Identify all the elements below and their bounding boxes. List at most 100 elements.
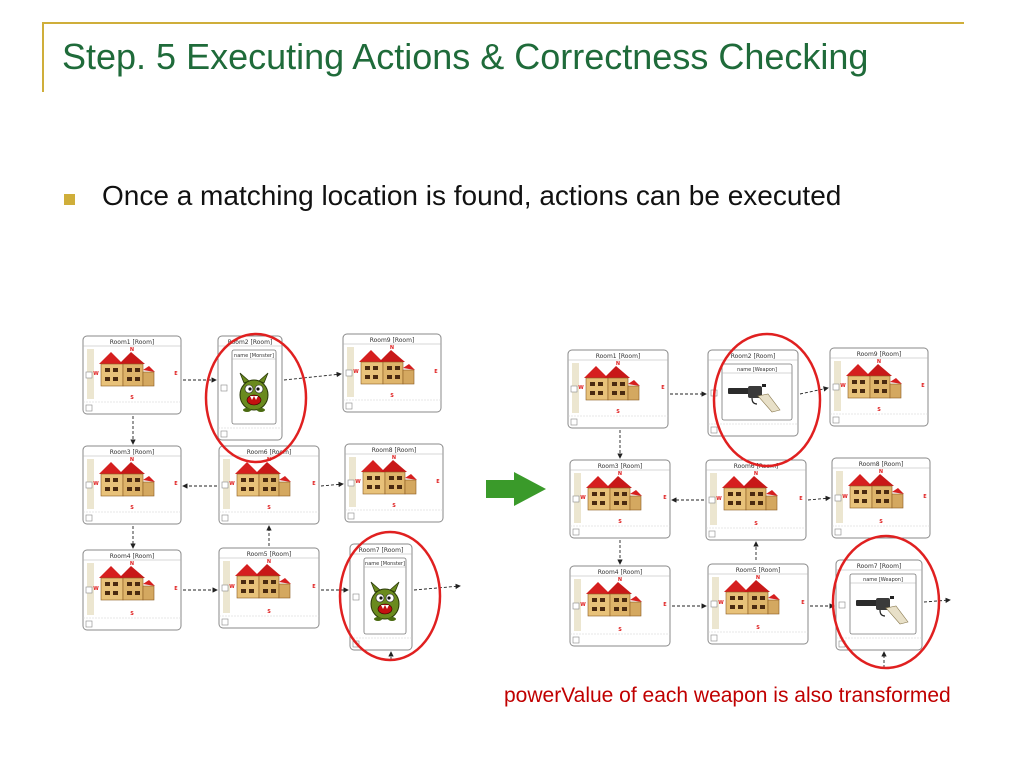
east-label: E — [312, 481, 316, 487]
expand-handle-icon — [570, 418, 578, 426]
north-label: N — [130, 347, 134, 353]
expand-handle-icon — [347, 512, 355, 520]
north-label: N — [879, 469, 883, 475]
east-label: E — [663, 495, 667, 501]
east-label: E — [663, 602, 667, 608]
east-label: E — [923, 494, 927, 500]
room-label: Room1 [Room] — [596, 353, 641, 360]
room-label: Room8 [Room] — [372, 447, 417, 454]
expand-handle-icon — [708, 530, 716, 538]
south-label: S — [877, 407, 881, 413]
west-label: W — [93, 586, 99, 592]
south-label: S — [879, 519, 883, 525]
port-icon — [220, 384, 228, 392]
south-label: S — [390, 393, 394, 399]
top-accent-rule — [42, 22, 964, 24]
expand-handle-icon — [85, 620, 93, 628]
east-label: E — [661, 385, 665, 391]
connection-arrow — [320, 481, 344, 488]
south-label: S — [618, 519, 622, 525]
north-label: N — [877, 359, 881, 365]
highlight-circle — [338, 530, 442, 662]
north-label: N — [130, 457, 134, 463]
house-icon — [846, 364, 902, 399]
item-label: name [Monster] — [234, 353, 274, 359]
room-label: Room7 [Room] — [857, 563, 902, 570]
house-icon — [848, 474, 904, 509]
monster-icon — [370, 581, 400, 621]
west-label: W — [229, 584, 235, 590]
west-label: W — [93, 481, 99, 487]
room-label: Room4 [Room] — [598, 569, 643, 576]
weapon-icon — [856, 596, 909, 625]
north-label: N — [267, 559, 271, 565]
west-label: W — [353, 369, 359, 375]
port-icon — [85, 586, 93, 594]
item-label: name [Monster] — [365, 561, 405, 567]
port-icon — [838, 601, 846, 609]
north-label: N — [754, 471, 758, 477]
weapon-icon — [728, 384, 781, 413]
expand-handle-icon — [710, 426, 718, 434]
room-node: Room7 [Room]name [Weapon] — [835, 559, 923, 651]
port-icon — [572, 602, 580, 610]
expand-handle-icon — [220, 430, 228, 438]
port-icon — [345, 369, 353, 377]
east-label: E — [799, 496, 803, 502]
room-node: Room2 [Room]name [Weapon] — [707, 349, 799, 437]
east-label: E — [436, 479, 440, 485]
highlight-circle — [712, 332, 822, 468]
port-icon — [221, 584, 229, 592]
port-icon — [834, 494, 842, 502]
expand-handle-icon — [834, 528, 842, 536]
house-icon — [99, 566, 155, 601]
house-icon — [99, 462, 155, 497]
west-label: W — [580, 602, 586, 608]
west-label: W — [718, 600, 724, 606]
south-label: S — [392, 503, 396, 509]
expand-handle-icon — [832, 416, 840, 424]
room-label: Room3 [Room] — [598, 463, 643, 470]
north-label: N — [130, 561, 134, 567]
west-label: W — [93, 371, 99, 377]
expand-handle-icon — [85, 404, 93, 412]
bullet-square-icon — [64, 194, 75, 205]
room-node: Room7 [Room]name [Monster] — [349, 543, 413, 651]
port-icon — [572, 495, 580, 503]
port-icon — [347, 479, 355, 487]
expand-handle-icon — [572, 528, 580, 536]
north-label: N — [390, 345, 394, 351]
south-label: S — [756, 625, 760, 631]
room-label: Room8 [Room] — [859, 461, 904, 468]
north-label: N — [618, 471, 622, 477]
house-icon — [722, 476, 778, 511]
south-label: S — [130, 505, 134, 511]
expand-handle-icon — [710, 634, 718, 642]
port-icon — [570, 385, 578, 393]
transform-arrow — [486, 472, 546, 506]
connection-arrow — [413, 583, 461, 591]
monster-icon — [239, 372, 269, 412]
east-label: E — [312, 584, 316, 590]
house-icon — [584, 366, 640, 401]
room-label: Room6 [Room] — [247, 449, 292, 456]
south-label: S — [754, 521, 758, 527]
port-icon — [710, 600, 718, 608]
highlight-circle — [204, 332, 308, 464]
north-label: N — [618, 577, 622, 583]
room-label: Room9 [Room] — [857, 351, 902, 358]
connection-arrow — [807, 495, 831, 502]
house-icon — [235, 462, 291, 497]
south-label: S — [267, 505, 271, 511]
east-label: E — [174, 371, 178, 377]
